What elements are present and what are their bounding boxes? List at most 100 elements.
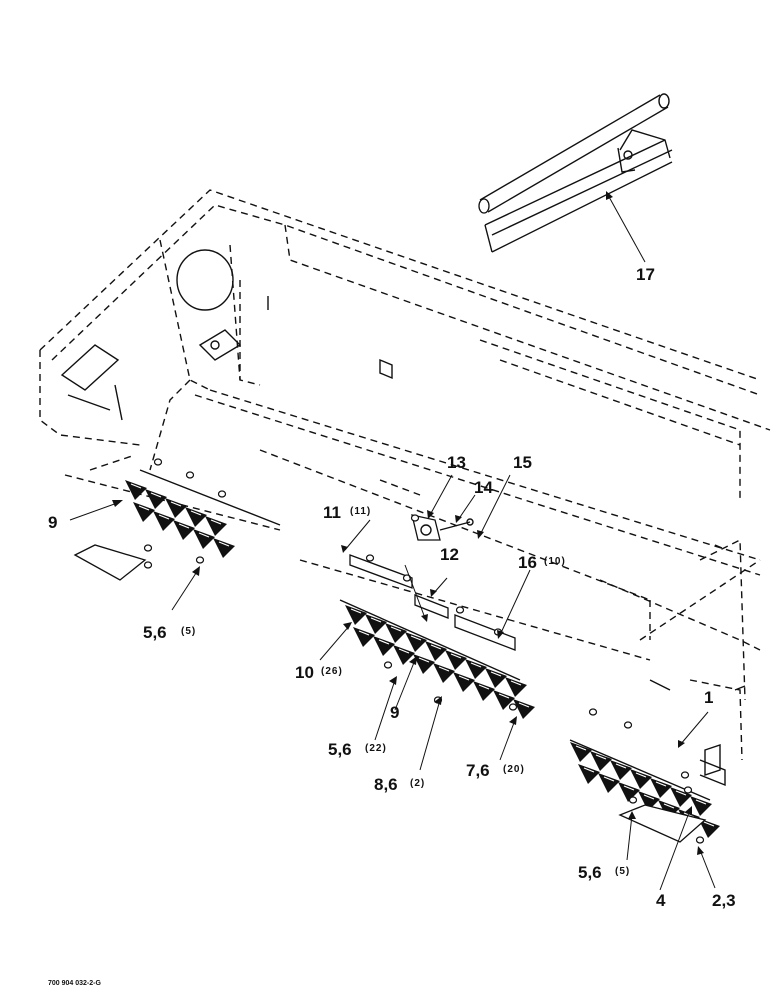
knife-section	[473, 681, 495, 701]
bolt-head	[695, 836, 705, 844]
knife-section	[698, 818, 720, 838]
knife-section-edge	[615, 763, 627, 769]
knife-section-edge	[458, 675, 470, 681]
rod-angle-detail	[478, 93, 673, 253]
header-frame	[39, 189, 771, 776]
bolt-head	[143, 561, 153, 569]
callout-7-6: 7,6	[466, 761, 490, 780]
knife-section-edge	[575, 745, 587, 751]
knife-section	[365, 614, 387, 634]
knife-section	[453, 672, 475, 692]
callout-17: 17	[636, 265, 655, 284]
knife-section	[485, 668, 507, 688]
bolt-head	[195, 556, 205, 564]
knife-section	[578, 764, 600, 784]
arrowheads	[112, 191, 704, 855]
callout-5-6-right: 5,6	[578, 863, 602, 882]
knife-section	[165, 498, 187, 518]
callout-11-qty: (11)	[350, 506, 371, 517]
knife-section-edge	[418, 657, 430, 663]
callout-16: 16	[518, 553, 537, 572]
knife-section-edge	[663, 803, 675, 809]
knife-section	[193, 529, 215, 549]
knife-section-edge	[390, 626, 402, 632]
knife-section	[618, 782, 640, 802]
knife-section-edge	[655, 781, 667, 787]
bolt-head	[588, 708, 598, 716]
knife-section-edge	[470, 662, 482, 668]
callout-12: 12	[440, 545, 459, 564]
knife-section-edge	[410, 635, 422, 641]
callout-2-3: 2,3	[712, 891, 736, 910]
bolts	[143, 458, 705, 844]
callout-13: 13	[447, 453, 466, 472]
knife-section-edge	[178, 523, 190, 529]
callout-5-6-mid-qty: (22)	[365, 743, 387, 754]
knife-section-edge	[595, 754, 607, 760]
knife-section-edge	[210, 519, 222, 525]
knife-section	[505, 677, 527, 697]
bolt-head	[683, 786, 693, 794]
bolt-head	[143, 544, 153, 552]
callout-10: 10	[295, 663, 314, 682]
callout-5-6-left-qty: (5)	[181, 626, 196, 637]
callout-8-6: 8,6	[374, 775, 398, 794]
knife-section-edge	[170, 501, 182, 507]
knife-section	[598, 773, 620, 793]
knife-section	[513, 699, 535, 719]
knife-section-edge	[190, 510, 202, 516]
callout-9-mid: 9	[390, 703, 399, 722]
knife-section	[670, 787, 692, 807]
knife-section-edge	[450, 653, 462, 659]
knife-section	[205, 516, 227, 536]
callout-10-qty: (26)	[321, 666, 343, 677]
callout-11: 11	[323, 503, 341, 522]
knife-section	[413, 654, 435, 674]
bolt-head	[402, 574, 412, 582]
knife-section-edge	[603, 776, 615, 782]
knife-section-edge	[695, 799, 707, 805]
callout-8-6-qty: (2)	[410, 778, 425, 789]
knife-section	[173, 520, 195, 540]
knife-section	[465, 659, 487, 679]
knife-section-edge	[583, 767, 595, 773]
bolt-head	[628, 796, 638, 804]
knife-section	[445, 650, 467, 670]
callout-14: 14	[474, 478, 493, 497]
callout-5-6-left: 5,6	[143, 623, 167, 642]
knife-section-edge	[398, 648, 410, 654]
knife-section	[425, 641, 447, 661]
knife-section	[610, 760, 632, 780]
bolt-head	[153, 458, 163, 466]
callout-1: 1	[704, 688, 713, 707]
knife-section	[638, 791, 660, 811]
callout-labels: 9 5,6 (5) 13 15 14 11 (11) 12 16 (10) 10…	[48, 265, 736, 987]
knife-sections-middle	[345, 605, 535, 719]
knife-section-edge	[635, 772, 647, 778]
bolt-head	[185, 471, 195, 479]
knife-section	[373, 636, 395, 656]
knife-section-edge	[643, 794, 655, 800]
knife-section	[690, 796, 712, 816]
bolt-head	[680, 771, 690, 779]
knife-section	[353, 627, 375, 647]
leader-lines	[69, 194, 716, 891]
knife-section-edge	[490, 671, 502, 677]
knife-section-edge	[370, 617, 382, 623]
knife-section-edge	[510, 680, 522, 686]
knife-section	[433, 663, 455, 683]
knife-section-edge	[150, 492, 162, 498]
knife-section-edge	[218, 541, 230, 547]
knife-section	[185, 507, 207, 527]
bolt-head	[455, 606, 465, 614]
knife-section-edge	[138, 505, 150, 511]
knife-section-edge	[703, 821, 715, 827]
knife-section-edge	[498, 693, 510, 699]
callout-5-6-mid: 5,6	[328, 740, 352, 759]
knife-section-edge	[350, 608, 362, 614]
knife-section-edge	[430, 644, 442, 650]
knife-section	[650, 778, 672, 798]
bolt-head	[623, 721, 633, 729]
knife-section	[125, 480, 147, 500]
